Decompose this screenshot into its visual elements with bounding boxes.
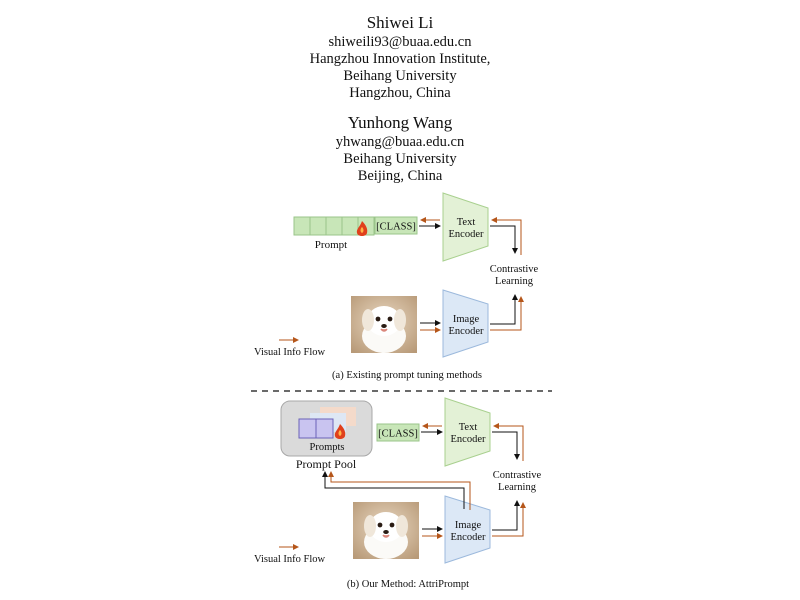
arrow (492, 431, 520, 460)
contrastive-label: Contrastive (490, 264, 539, 275)
text-encoder-label: Encoder (451, 434, 486, 445)
image-encoder-label: Encoder (451, 532, 486, 543)
author-block-1: Shiwei Li shiwei​li93@buaa.edu.cn Hangzh… (0, 12, 800, 102)
image-encoder (442, 289, 489, 358)
author-block-2: Yunhong Wang yhwang@buaa.edu.cn Beihang … (0, 112, 800, 185)
author-affiliation: Hangzhou Innovation Institute, (309, 51, 491, 67)
author-affiliation: Beihang University (343, 151, 457, 167)
author-name: Yunhong Wang (347, 113, 453, 132)
contrastive-label: Learning (495, 276, 534, 287)
image-encoder-label: Image (453, 314, 480, 325)
arrow-visual-flow (493, 423, 524, 461)
prompt-label: Prompt (315, 239, 347, 251)
class-token-box (376, 423, 420, 442)
author-affiliation: Beihang University (343, 68, 457, 84)
text-encoder (444, 397, 491, 467)
caption-b: (b) Our Method: AttriPrompt (347, 579, 469, 590)
author-email: shiwei​li93@buaa.edu.cn (328, 34, 472, 50)
arrow (492, 500, 520, 531)
class-token: [CLASS] (376, 222, 416, 233)
legend-label: Visual Info Flow (254, 347, 326, 358)
flame-icon (334, 424, 346, 439)
author-location: Hangzhou, China (349, 85, 451, 101)
image-encoder-label: Image (455, 520, 482, 531)
dog-image (352, 501, 420, 560)
class-token-box (374, 216, 418, 235)
arrow-visual-flow-to-prompt-pool (328, 471, 471, 510)
prompts-tokens (298, 418, 334, 439)
text-encoder-label: Text (457, 217, 476, 228)
image-encoder (444, 495, 491, 564)
arrow-visual-flow (492, 502, 526, 537)
image-encoder-label: Encoder (449, 326, 484, 337)
dog-image (350, 295, 418, 354)
arrow (490, 294, 518, 325)
contrastive-label: Contrastive (493, 470, 542, 481)
prompts-label: Prompts (309, 442, 344, 453)
author-email: yhwang@buaa.edu.cn (335, 134, 465, 150)
author-location: Beijing, China (357, 168, 443, 184)
arrow-to-prompt-pool (322, 471, 465, 509)
caption-a: (a) Existing prompt tuning methods (332, 370, 482, 381)
prompt-pool-label: Prompt Pool (296, 457, 357, 471)
text-encoder-label: Encoder (449, 229, 484, 240)
arrow (490, 225, 518, 254)
text-encoder-label: Text (459, 422, 478, 433)
class-token: [CLASS] (378, 429, 418, 440)
contrastive-label: Learning (498, 482, 537, 493)
arrow-visual-flow (491, 217, 522, 255)
flame-icon (356, 221, 368, 236)
legend-label: Visual Info Flow (254, 554, 326, 565)
arrow-visual-flow (490, 296, 524, 331)
author-name: Shiwei Li (366, 13, 434, 32)
text-encoder (442, 192, 489, 262)
